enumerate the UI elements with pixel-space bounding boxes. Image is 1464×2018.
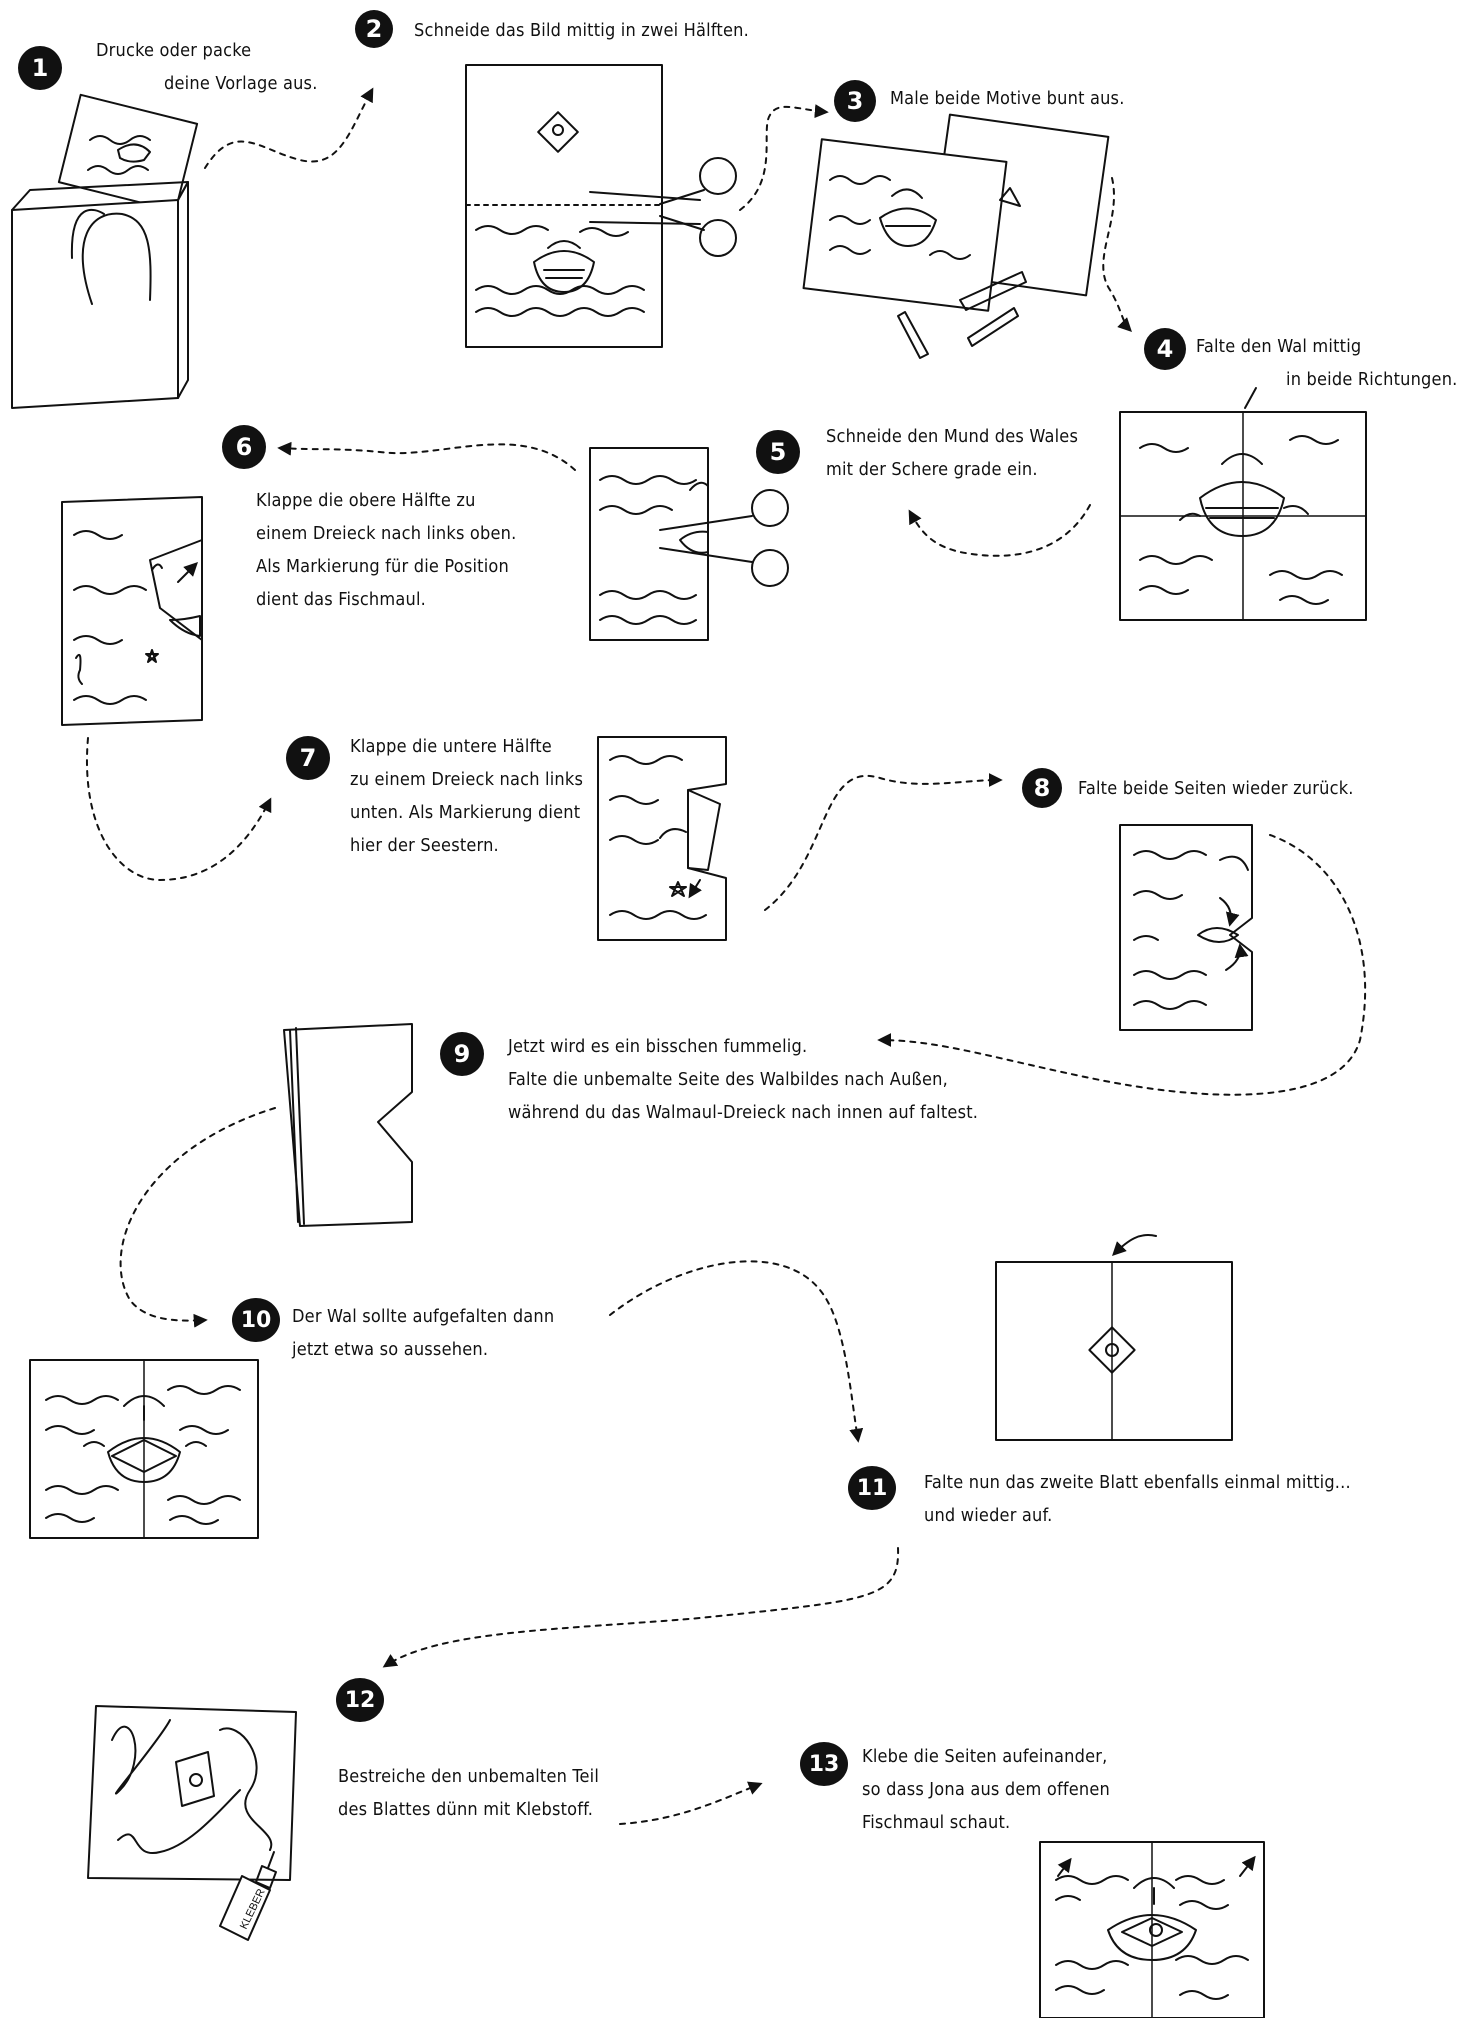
step5-cut-mouth-illustration <box>590 448 788 640</box>
step-8-badge: 8 <box>1022 768 1062 808</box>
step-7-line-3: unten. Als Markierung dient <box>350 796 583 829</box>
step-9-text: Jetzt wird es ein bisschen fummelig. Fal… <box>508 1030 978 1129</box>
step-6-text: Klappe die obere Hälfte zu einem Dreieck… <box>256 484 517 616</box>
step7-fold-lower-illustration <box>598 737 726 940</box>
arrow-12-13 <box>620 1784 760 1824</box>
step-3-line-1: Male beide Motive bunt aus. <box>890 82 1125 115</box>
step-7-line-2: zu einem Dreieck nach links <box>350 763 583 796</box>
step-9-badge: 9 <box>440 1032 484 1076</box>
step-1-line-1: Drucke oder packe <box>96 34 318 67</box>
step10-unfolded-whale-illustration <box>30 1360 258 1538</box>
step-8-line-1: Falte beide Seiten wieder zurück. <box>1078 772 1354 805</box>
step-6-badge: 6 <box>222 425 266 469</box>
step-12-text: Bestreiche den unbemalten Teil des Blatt… <box>338 1760 599 1826</box>
arrow-7-8 <box>765 776 1000 910</box>
arrow-3-4 <box>1103 178 1130 330</box>
arrow-1-2 <box>205 90 372 168</box>
step-4-line-1: Falte den Wal mittig <box>1196 330 1458 363</box>
step-13-text: Klebe die Seiten aufeinander, so dass Jo… <box>862 1740 1110 1839</box>
step-2-line-1: Schneide das Bild mittig in zwei Hälften… <box>414 14 749 47</box>
step-1-line-2: deine Vorlage aus. <box>96 67 318 100</box>
step13-final-illustration <box>1040 1842 1264 2018</box>
step4-folded-whale-illustration <box>1120 388 1366 620</box>
step-6-line-1: Klappe die obere Hälfte zu <box>256 484 517 517</box>
step-13-line-3: Fischmaul schaut. <box>862 1806 1110 1839</box>
arrow-9-10 <box>121 1108 275 1321</box>
step1-bag-illustration <box>12 95 197 408</box>
step9-fold-out-illustration <box>284 1024 412 1226</box>
step-5-line-2: mit der Schere grade ein. <box>826 453 1078 486</box>
arrow-11-12 <box>385 1548 898 1666</box>
step-2-badge: 2 <box>355 10 393 48</box>
step-5-line-1: Schneide den Mund des Wales <box>826 420 1078 453</box>
step-6-line-4: dient das Fischmaul. <box>256 583 517 616</box>
step-4-badge: 4 <box>1144 328 1186 370</box>
step-1-text: Drucke oder packe deine Vorlage aus. <box>96 34 318 100</box>
step-13-line-2: so dass Jona aus dem offenen <box>862 1773 1110 1806</box>
step-12-line-1: Bestreiche den unbemalten Teil <box>338 1760 599 1793</box>
step-5-text: Schneide den Mund des Wales mit der Sche… <box>826 420 1078 486</box>
step-4-text: Falte den Wal mittig in beide Richtungen… <box>1196 330 1458 396</box>
arrow-2-3 <box>740 107 826 210</box>
step-7-line-1: Klappe die untere Hälfte <box>350 730 583 763</box>
step11-second-sheet-illustration <box>996 1235 1232 1440</box>
step-10-line-2: jetzt etwa so aussehen. <box>292 1333 554 1366</box>
step-11-badge: 11 <box>848 1466 896 1510</box>
step-10-text: Der Wal sollte aufgefalten dann jetzt et… <box>292 1300 554 1366</box>
step-3-badge: 3 <box>834 80 876 122</box>
step-10-badge: 10 <box>232 1298 280 1342</box>
step-3-text: Male beide Motive bunt aus. <box>890 82 1125 115</box>
step-13-line-1: Klebe die Seiten aufeinander, <box>862 1740 1110 1773</box>
step2-cut-sheet-illustration <box>466 65 736 347</box>
step-5-badge: 5 <box>756 430 800 474</box>
step12-glue-illustration <box>88 1706 296 1940</box>
step8-fold-back-illustration <box>1120 825 1252 1030</box>
arrow-10-11 <box>610 1261 858 1440</box>
step-6-line-3: Als Markierung für die Position <box>256 550 517 583</box>
step-10-line-1: Der Wal sollte aufgefalten dann <box>292 1300 554 1333</box>
step-11-line-1: Falte nun das zweite Blatt ebenfalls ein… <box>924 1466 1351 1499</box>
step-12-badge: 12 <box>336 1678 384 1722</box>
step6-fold-upper-illustration <box>62 497 202 725</box>
step-13-badge: 13 <box>800 1742 848 1786</box>
step3-coloring-illustration <box>804 115 1109 358</box>
step-11-line-2: und wieder auf. <box>924 1499 1351 1532</box>
arrow-6-7 <box>87 738 270 880</box>
step-7-badge: 7 <box>286 736 330 780</box>
step-12-line-2: des Blattes dünn mit Klebstoff. <box>338 1793 599 1826</box>
step-1-badge: 1 <box>18 46 62 90</box>
step-9-line-1: Jetzt wird es ein bisschen fummelig. <box>508 1030 978 1063</box>
step-11-text: Falte nun das zweite Blatt ebenfalls ein… <box>924 1466 1351 1532</box>
step-2-text: Schneide das Bild mittig in zwei Hälften… <box>414 14 749 47</box>
step-9-line-2: Falte die unbemalte Seite des Walbildes … <box>508 1063 978 1096</box>
arrow-5-6 <box>280 444 575 470</box>
step-7-line-4: hier der Seestern. <box>350 829 583 862</box>
step-4-line-2: in beide Richtungen. <box>1196 363 1458 396</box>
step-7-text: Klappe die untere Hälfte zu einem Dreiec… <box>350 730 583 862</box>
step-9-line-3: während du das Walmaul-Dreieck nach inne… <box>508 1096 978 1129</box>
arrow-4-5 <box>910 505 1090 556</box>
step-6-line-2: einem Dreieck nach links oben. <box>256 517 517 550</box>
step-8-text: Falte beide Seiten wieder zurück. <box>1078 772 1354 805</box>
